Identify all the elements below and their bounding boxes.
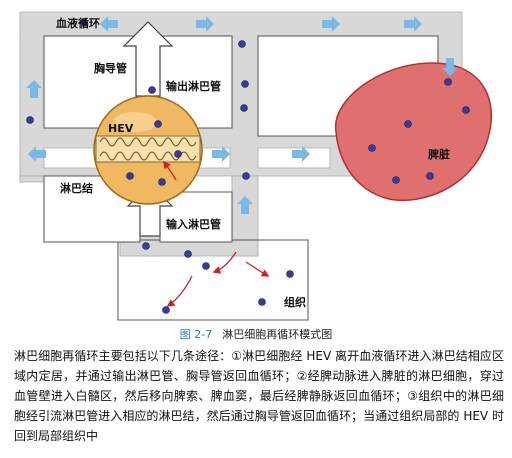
lymphocyte <box>26 116 34 124</box>
spleen <box>335 62 492 202</box>
lymphocyte <box>426 172 434 180</box>
label-blood-circulation: 血液循环 <box>56 16 100 30</box>
figure-title: 淋巴细胞再循环模式图 <box>222 328 333 341</box>
figure-caption: 图 2-7 淋巴细胞再循环模式图 <box>0 326 512 342</box>
lymphocyte <box>154 120 162 128</box>
lymphocyte <box>142 242 150 250</box>
lymphocyte <box>202 262 210 270</box>
lymphocytes <box>26 18 470 314</box>
label-efferent-lymphatic: 输出淋巴管 <box>166 79 221 93</box>
lymph-node-highlight <box>113 112 157 132</box>
lymphocyte <box>242 172 250 180</box>
flow-arrow <box>442 58 458 76</box>
flow-arrow <box>26 80 42 98</box>
label-spleen: 脾脏 <box>428 147 450 161</box>
lymphocyte <box>462 106 470 114</box>
lymphocyte <box>444 78 452 86</box>
migration-arrow <box>212 251 237 274</box>
lymphocyte <box>126 172 134 180</box>
label-lymph-node: 淋巴结 <box>60 181 93 195</box>
flow-arrow <box>322 16 340 32</box>
migration-arrow <box>163 160 177 181</box>
lymphocyte <box>258 298 266 306</box>
migration-arrows <box>163 160 270 307</box>
flow-arrows <box>26 16 458 214</box>
afferent-box <box>159 191 233 243</box>
hev-band <box>95 135 201 163</box>
flow-arrow <box>292 146 310 162</box>
lymphocyte <box>241 80 249 88</box>
lymphocyte <box>158 178 166 186</box>
figure-number: 图 2-7 <box>179 328 213 341</box>
label-hev: HEV <box>108 122 134 135</box>
lymph-node <box>93 95 203 205</box>
label-thoracic-duct: 胸导管 <box>94 61 127 75</box>
lymphocyte <box>368 144 376 152</box>
label-afferent-lymphatic: 输入淋巴管 <box>166 217 221 231</box>
lymphocyte <box>392 176 400 184</box>
migration-arrow <box>166 275 193 307</box>
lymphocyte <box>148 86 156 94</box>
lymphocyte <box>174 150 182 158</box>
flow-arrow <box>237 196 253 214</box>
flow-arrow <box>404 16 422 32</box>
flow-arrow <box>28 146 46 162</box>
lymphocyte-recirculation-diagram: 血液循环 胸导管 输出淋巴管 HEV 淋巴结 输入淋巴管 脾脏 组织 <box>19 11 492 321</box>
left-vertical-vessel <box>19 175 45 183</box>
lymphocyte <box>184 250 192 258</box>
flow-arrow <box>100 16 118 32</box>
lymphocyte <box>238 40 246 48</box>
lymphocyte <box>286 270 294 278</box>
migration-arrow <box>245 261 270 277</box>
figure-description: 淋巴细胞再循环主要包括以下几条途径：①淋巴细胞经 HEV 离开血液循环进入淋巴结… <box>14 349 504 443</box>
flow-arrow <box>212 146 230 162</box>
flow-arrow <box>196 16 214 32</box>
lymphocyte <box>80 18 88 26</box>
label-tissue: 组织 <box>284 295 306 309</box>
lymphocyte <box>162 306 170 314</box>
lymphocyte <box>404 120 412 128</box>
lymphocyte <box>240 104 248 112</box>
